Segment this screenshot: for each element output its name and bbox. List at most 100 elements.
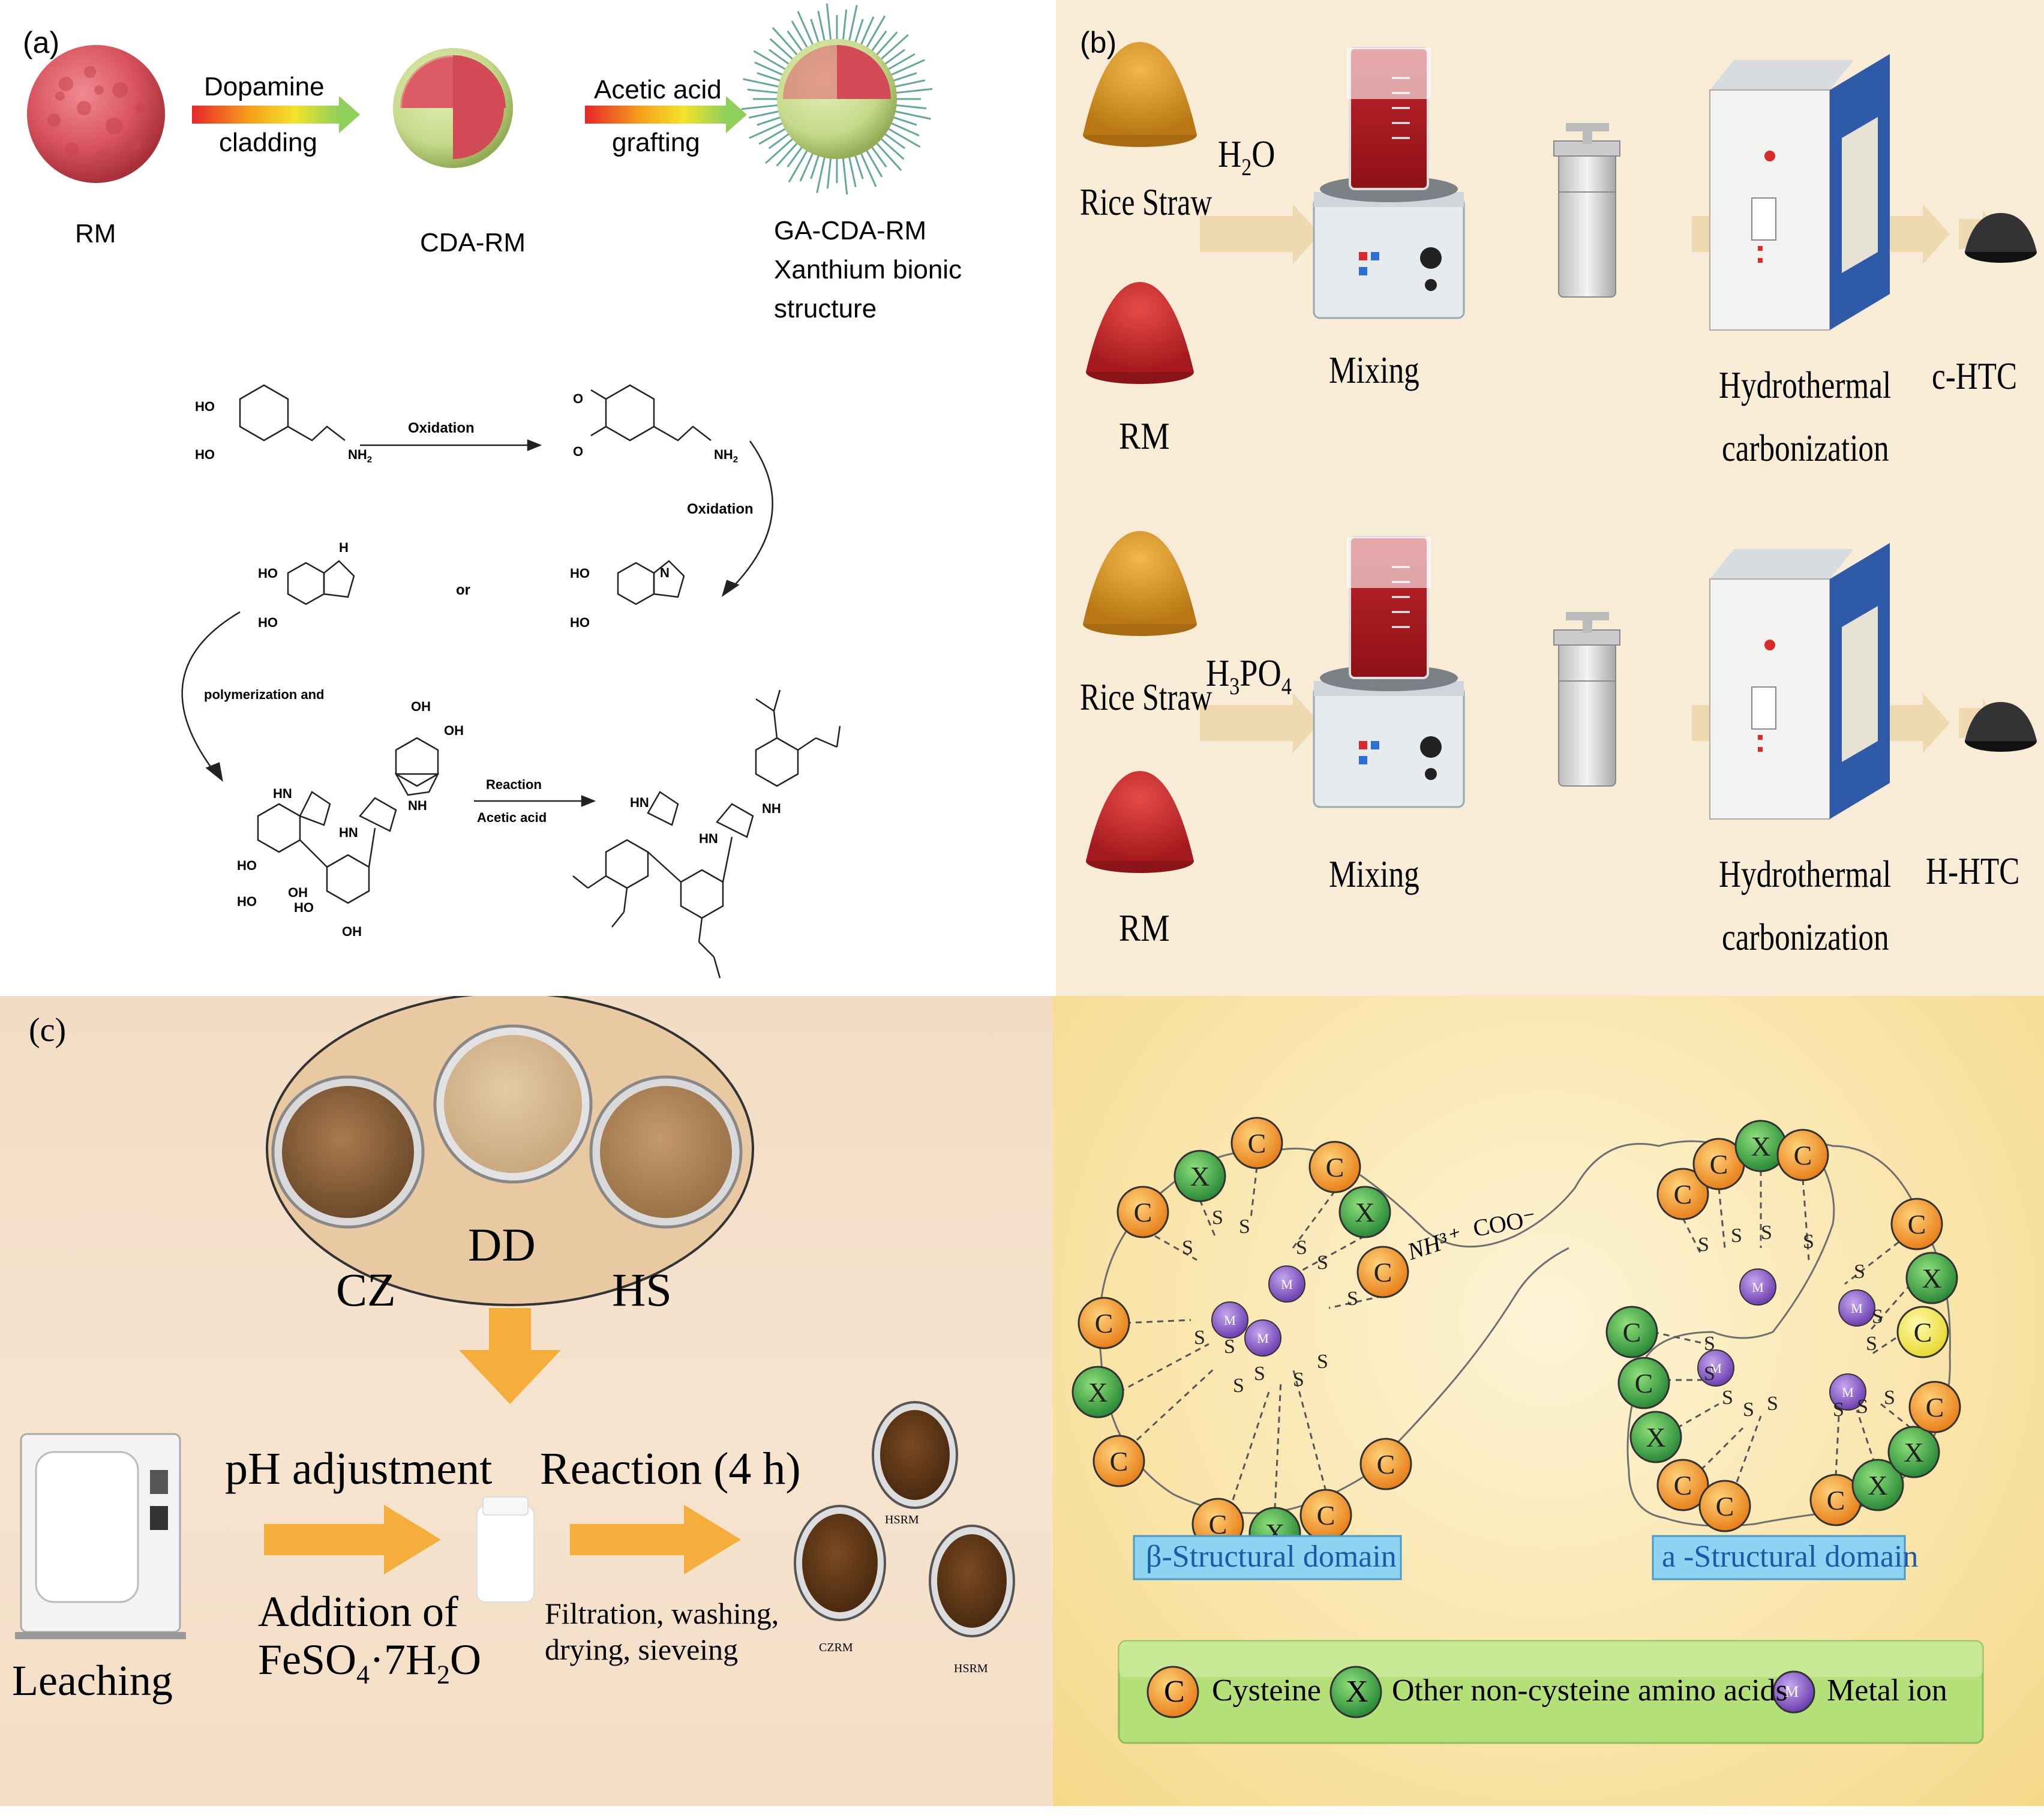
sulfur-label: S bbox=[1884, 1387, 1895, 1409]
ho-label: HO bbox=[195, 447, 215, 462]
oxidation-label-2: Oxidation bbox=[687, 501, 754, 517]
bead-letter: C bbox=[1674, 1470, 1692, 1501]
bead-letter: X bbox=[1646, 1422, 1665, 1453]
nh-label: NH bbox=[408, 798, 427, 813]
carbonization-label: carbonization bbox=[1722, 427, 1889, 469]
bead-letter: C bbox=[1326, 1152, 1344, 1183]
panel-b: (b) H2O Rice Straw RM Mixing Hydrotherma… bbox=[1056, 0, 2044, 996]
svg-text:M: M bbox=[1842, 1385, 1854, 1400]
sulfur-label: S bbox=[1761, 1222, 1772, 1244]
mixing-label: Mixing bbox=[1329, 349, 1419, 391]
sulfur-label: S bbox=[1224, 1336, 1235, 1358]
reaction-label: Reaction (4 h) bbox=[540, 1444, 801, 1494]
cysteine-bead: C bbox=[1776, 1129, 1829, 1181]
metal-ion: M bbox=[1244, 1319, 1281, 1357]
oxidation-label: Oxidation bbox=[408, 420, 475, 436]
dd-label: DD bbox=[468, 1219, 536, 1271]
svg-text:M: M bbox=[1752, 1280, 1764, 1295]
structure-label: structure bbox=[774, 294, 877, 323]
polymerization-label: polymerization and bbox=[204, 687, 325, 702]
grafting-arrow bbox=[585, 106, 726, 124]
sulfur-label: S bbox=[1293, 1369, 1304, 1391]
leaching-machine bbox=[15, 1433, 186, 1639]
sulfur-label: S bbox=[1743, 1399, 1754, 1421]
leaching-label: Leaching bbox=[12, 1657, 173, 1705]
legend-metal-icon bbox=[1772, 1670, 1815, 1714]
cysteine-bead: C bbox=[1809, 1474, 1862, 1526]
reagent-bottle bbox=[476, 1496, 535, 1603]
legend-cysteine-label: Cysteine bbox=[1212, 1673, 1321, 1708]
dopamine-arrow bbox=[192, 106, 339, 124]
bead-letter: C bbox=[1926, 1392, 1944, 1423]
acetic-acid-label: Acetic acid bbox=[594, 75, 722, 104]
panel-c: (c) CZ DD HS Leaching pH adjustment Addi… bbox=[0, 996, 1053, 1806]
sulfur-label: S bbox=[1722, 1387, 1733, 1409]
cysteine-bead: C bbox=[1656, 1459, 1709, 1511]
bead-letter: C bbox=[1716, 1491, 1734, 1522]
metal-ion: M bbox=[1739, 1268, 1776, 1306]
hsrm-top-dish bbox=[872, 1401, 958, 1509]
legend-m: M bbox=[1785, 1683, 1799, 1700]
bead-letter: X bbox=[1088, 1377, 1107, 1408]
cysteine-bead: C bbox=[1092, 1435, 1145, 1487]
solvent-h2o: H2O bbox=[1218, 133, 1275, 181]
oh-label: OH bbox=[288, 885, 308, 900]
sulfur-label: S bbox=[1833, 1399, 1844, 1421]
panel-a-graphics bbox=[27, 3, 933, 979]
czrm-dish bbox=[794, 1505, 886, 1621]
sulfur-label: S bbox=[1317, 1252, 1328, 1274]
feso4-label: FeSO4·7H2O bbox=[258, 1636, 482, 1690]
hn-label: HN bbox=[273, 786, 292, 801]
bead-letter: C bbox=[1623, 1317, 1641, 1348]
rm-label: RM bbox=[75, 219, 116, 248]
sulfur-label: S bbox=[1254, 1363, 1265, 1385]
bead-letter: C bbox=[1674, 1179, 1692, 1210]
sulfur-label: S bbox=[1803, 1231, 1814, 1253]
legend-other-label: Other non-cysteine amino acids bbox=[1392, 1673, 1788, 1708]
xanthium-label: Xanthium bionic bbox=[774, 255, 962, 284]
sulfur-label: S bbox=[1182, 1237, 1193, 1259]
bead-letter: C bbox=[1908, 1209, 1926, 1240]
metal-ion: M bbox=[1211, 1301, 1248, 1339]
alpha-domain-box bbox=[1652, 1535, 1906, 1580]
rm-label: RM bbox=[1119, 907, 1170, 949]
cysteine-bead: C bbox=[1656, 1168, 1709, 1220]
bead-letter: C bbox=[1134, 1197, 1152, 1228]
sulfur-label: S bbox=[1212, 1207, 1223, 1229]
o-label: O bbox=[573, 391, 584, 406]
bead-letter: X bbox=[1868, 1470, 1887, 1501]
panel-b-label: (b) bbox=[1080, 26, 1117, 59]
carbonization-label: carbonization bbox=[1722, 916, 1889, 958]
non-cysteine-bead: X bbox=[1071, 1366, 1124, 1418]
bead-letter: C bbox=[1374, 1257, 1392, 1288]
cysteine-bead: C bbox=[1359, 1438, 1412, 1490]
bead-letter: C bbox=[1248, 1128, 1266, 1159]
rice-straw-label: Rice Straw bbox=[1080, 676, 1212, 718]
panel-c-label: (c) bbox=[29, 1012, 67, 1049]
metal-ion: M bbox=[1829, 1373, 1866, 1411]
oh-label: OH bbox=[411, 699, 431, 714]
sulfur-label: S bbox=[1194, 1327, 1205, 1349]
beta-domain-box bbox=[1133, 1535, 1402, 1580]
o-label: O bbox=[573, 444, 584, 459]
ph-adjustment-label: pH adjustment bbox=[225, 1444, 493, 1494]
bead-letter: X bbox=[1904, 1437, 1923, 1468]
hs-dish bbox=[589, 1075, 743, 1229]
sulfur-label: S bbox=[1704, 1333, 1715, 1355]
cysteine-bead: C bbox=[1356, 1246, 1409, 1298]
reaction-scheme bbox=[181, 384, 841, 979]
non-cysteine-bead: X bbox=[1629, 1411, 1682, 1463]
legend-c: C bbox=[1164, 1675, 1185, 1709]
filtration-label: Filtration, washing, bbox=[545, 1597, 779, 1630]
hs-label: HS bbox=[612, 1264, 672, 1316]
down-arrow bbox=[459, 1308, 561, 1404]
nh2-label: NH2 bbox=[348, 447, 373, 465]
bead-letter: X bbox=[1922, 1263, 1941, 1294]
bead-letter: C bbox=[1110, 1446, 1128, 1477]
ho-label: HO bbox=[258, 615, 278, 630]
sulfur-label: S bbox=[1347, 1288, 1358, 1310]
cysteine-bead: C bbox=[1908, 1381, 1961, 1433]
addition-label: Addition of bbox=[258, 1588, 458, 1636]
